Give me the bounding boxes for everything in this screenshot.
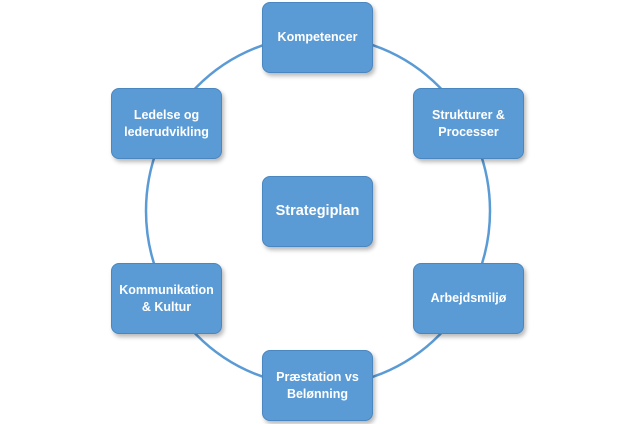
node-label: Arbejdsmiljø — [430, 291, 507, 305]
node-strukturer-processer: Strukturer & Processer — [413, 88, 524, 159]
node-kompetencer: Kompetencer — [262, 2, 373, 73]
node-label: Ledelse og lederudvikling — [124, 107, 209, 139]
node-praestation-beloenning: Præstation vs Belønning — [262, 350, 373, 421]
node-label: Kompetencer — [277, 30, 358, 44]
node-label: Præstation vs Belønning — [276, 369, 359, 401]
node-label: Strukturer & Processer — [432, 107, 505, 139]
node-ledelse-lederudvikling: Ledelse og lederudvikling — [111, 88, 222, 159]
node-strategiplan: Strategiplan — [262, 176, 373, 247]
node-arbejdsmiljo: Arbejdsmiljø — [413, 263, 524, 334]
center-label: Strategiplan — [275, 203, 360, 219]
node-kommunikation-kultur: Kommunikation & Kultur — [111, 263, 222, 334]
node-label: Kommunikation & Kultur — [119, 282, 214, 314]
